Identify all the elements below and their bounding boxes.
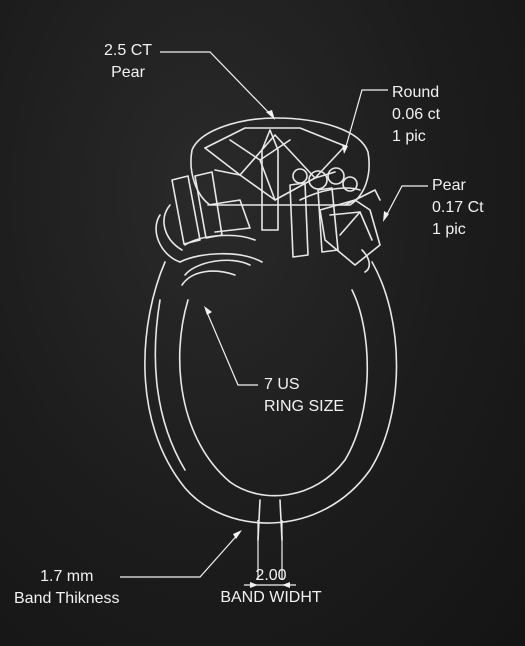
left-setting [155,171,263,286]
pear-side-shape: Pear [432,177,466,194]
label-round-stones: Round 0.06 ct 1 pic [392,82,440,148]
label-band-width: 2.00 BAND WIDHT [216,565,326,609]
prong-center [261,129,279,231]
label-pear-side: Pear 0.17 Ct 1 pic [432,175,484,241]
band-thickness-caption: Band Thikness [14,590,120,607]
label-main-stone: 2.5 CT Pear [104,40,152,84]
right-setting [289,182,381,273]
band-width-value: 2.00 [255,567,287,584]
pear-side-weight: 0.17 Ct [432,199,484,216]
band-width-caption: BAND WIDHT [220,589,322,606]
round-stone-3 [342,176,358,192]
ring-size-value: 7 US [264,376,300,393]
main-stone-shape: Pear [111,64,145,81]
round-stones-weight: 0.06 ct [392,106,441,123]
main-stone-weight: 2.5 CT [104,42,153,59]
label-ring-size: 7 US RING SIZE [264,374,344,418]
main-stone [190,117,370,206]
round-stone-1 [308,170,328,190]
band-outer [144,261,398,524]
band-thickness-value: 1.7 mm [40,568,94,585]
ring-size-caption: RING SIZE [264,398,345,415]
round-stones-shape: Round [392,84,440,101]
pear-side-count: 1 pic [432,221,466,238]
band-inner [178,289,369,497]
round-stone-2 [327,167,345,185]
label-band-thickness: 1.7 mm Band Thikness [14,566,120,610]
round-stones-count: 1 pic [392,128,426,145]
